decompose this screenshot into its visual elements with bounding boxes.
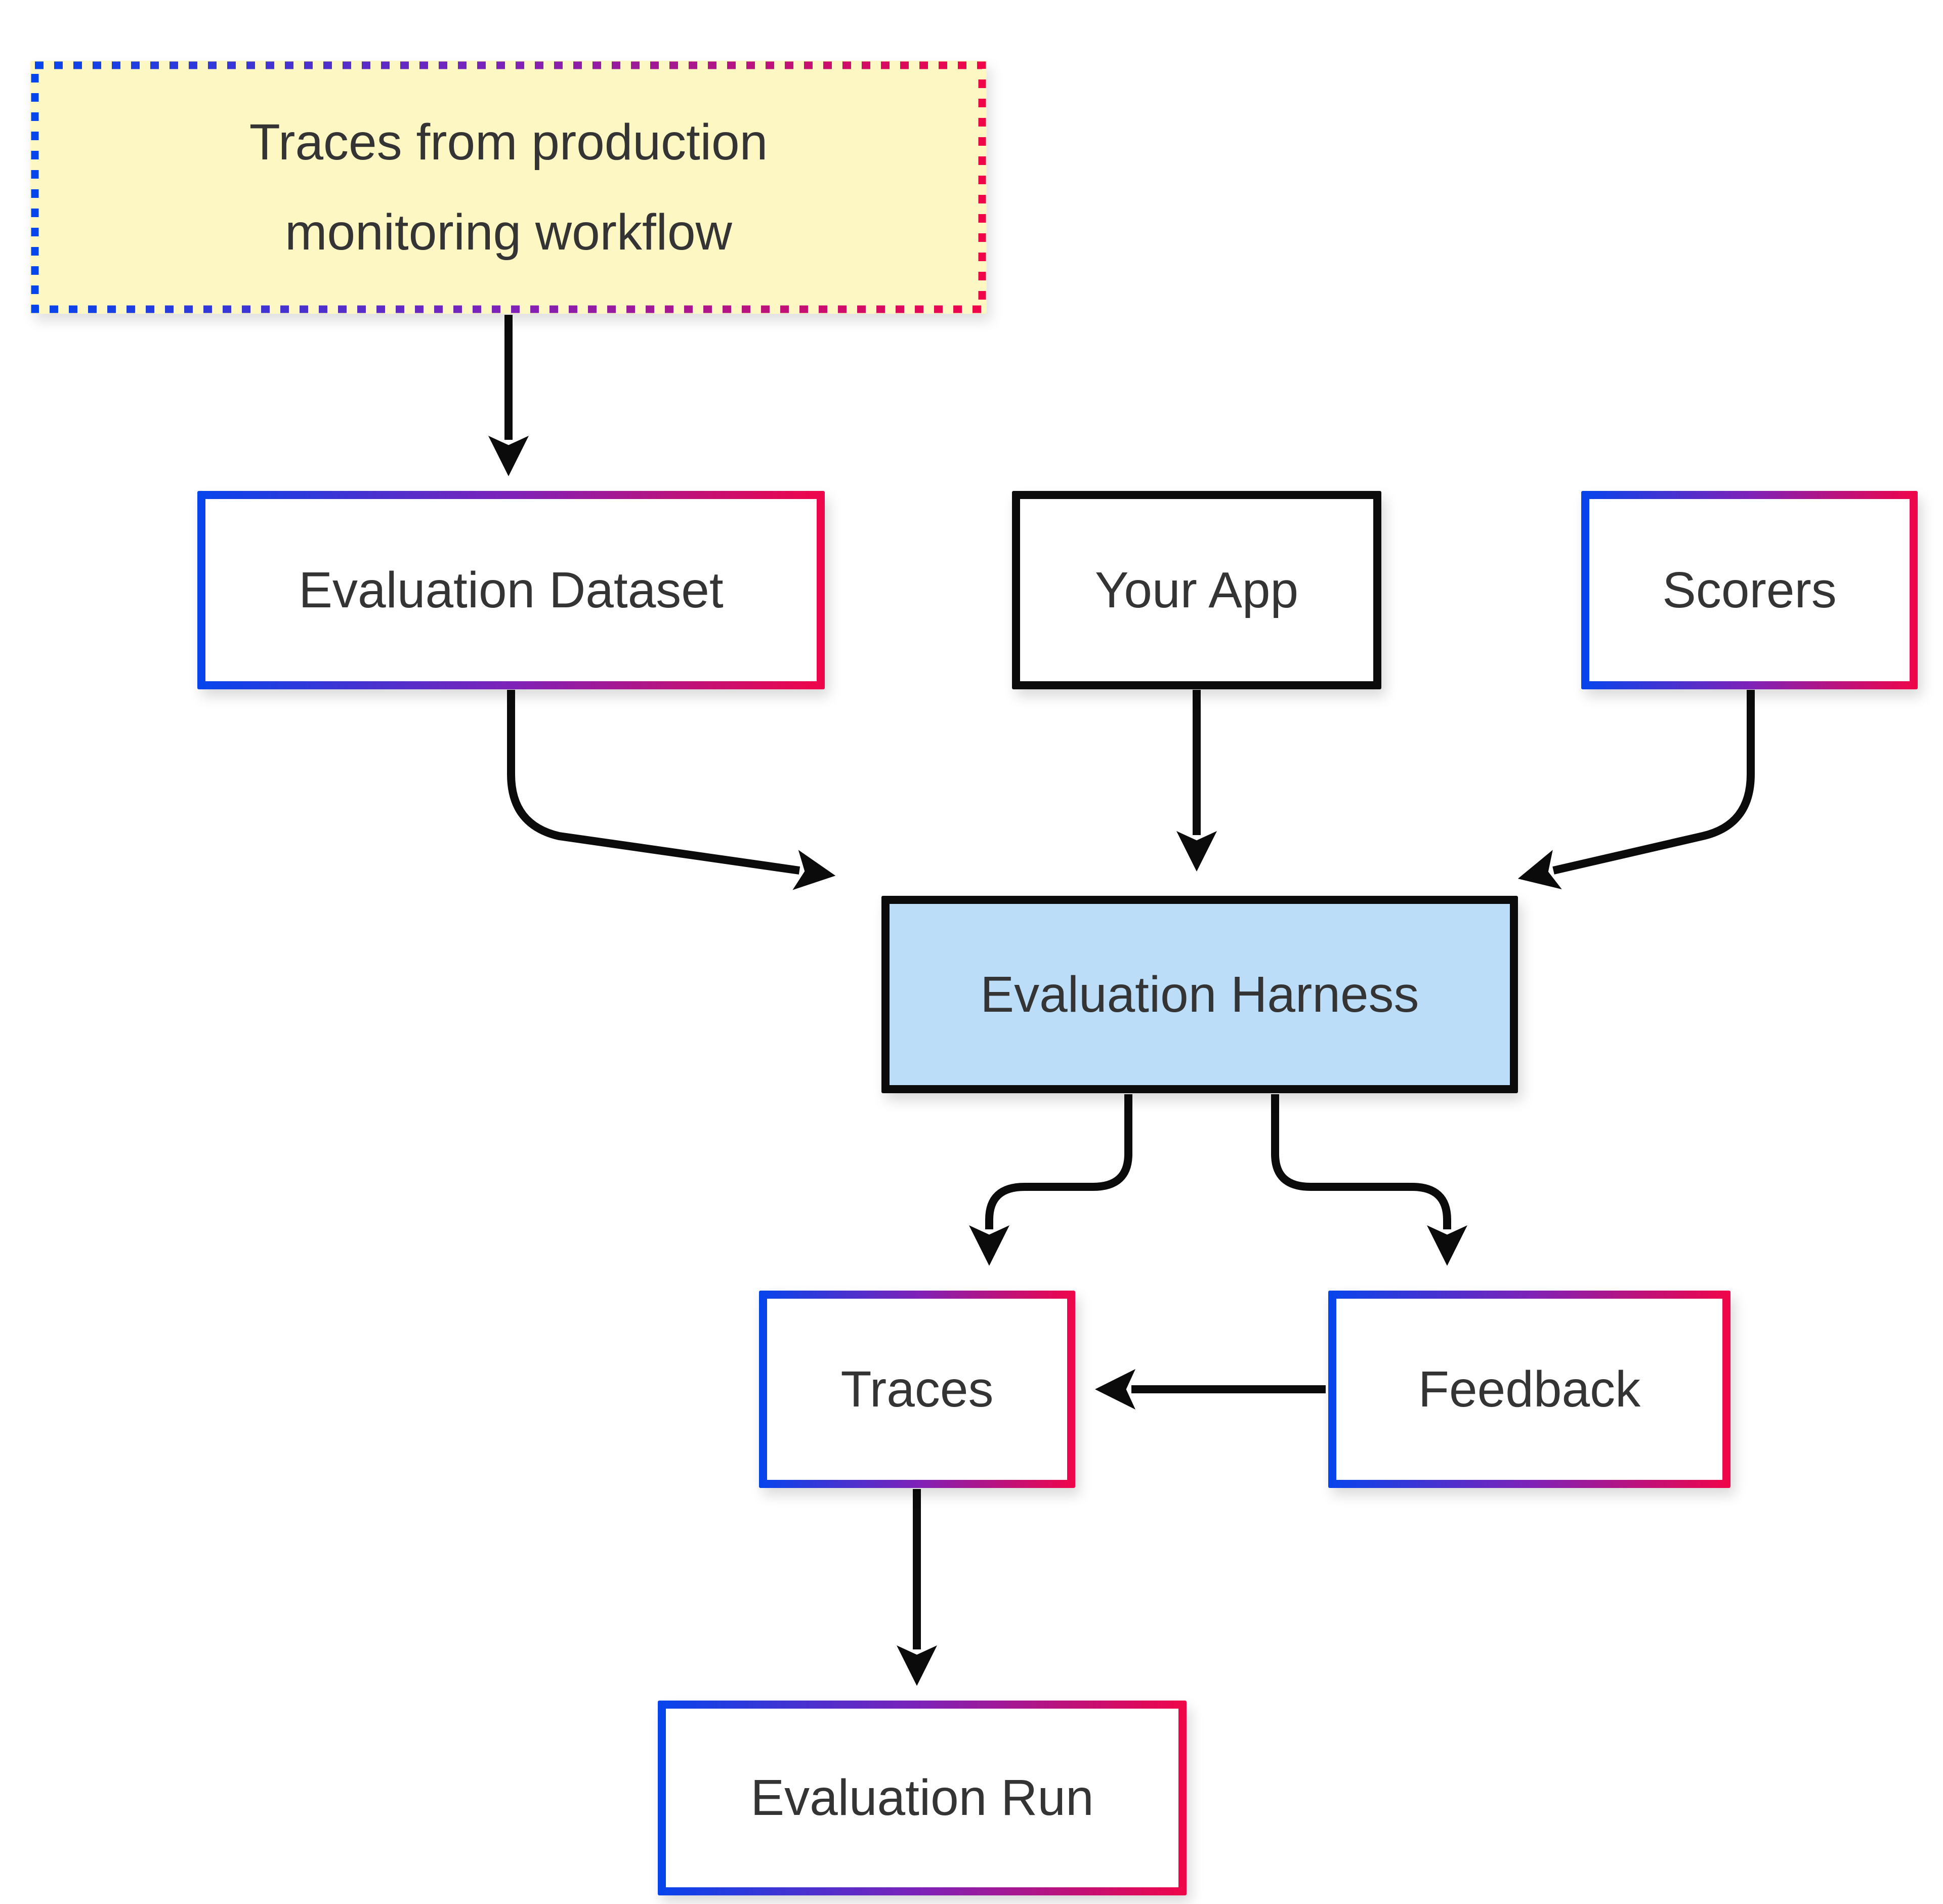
arrow-eval-dataset-to-harness [507,690,836,890]
node-evaluation-dataset-label: Evaluation Dataset [299,561,724,618]
arrow-harness-to-feedback [1271,1094,1467,1266]
node-your-app: Your App [1012,491,1381,689]
node-production-traces: Traces from production monitoring workfl… [30,61,987,314]
node-your-app-label: Your App [1094,561,1299,618]
node-feedback: Feedback [1328,1291,1730,1488]
node-production-traces-label-line2: monitoring workflow [285,204,732,261]
node-evaluation-run-label: Evaluation Run [750,1769,1094,1826]
node-feedback-label: Feedback [1418,1360,1641,1418]
node-production-traces-label-line1: Traces from production [249,114,768,171]
arrow-harness-to-traces [969,1094,1132,1266]
node-evaluation-dataset: Evaluation Dataset [197,491,825,689]
arrow-scorers-to-harness [1517,690,1755,890]
node-traces-label: Traces [840,1360,994,1418]
node-scorers-label: Scorers [1662,561,1837,618]
node-evaluation-run: Evaluation Run [658,1701,1187,1895]
node-traces: Traces [759,1291,1075,1488]
node-scorers: Scorers [1581,491,1918,689]
node-evaluation-harness-label: Evaluation Harness [980,966,1419,1023]
node-evaluation-harness: Evaluation Harness [881,896,1518,1093]
